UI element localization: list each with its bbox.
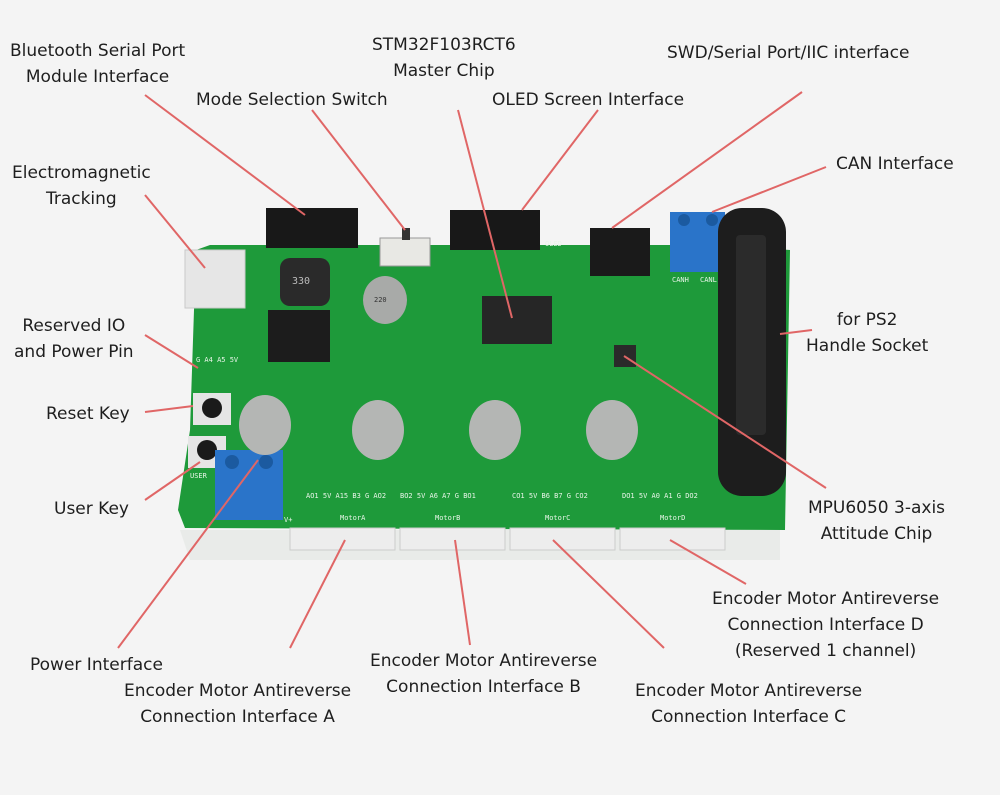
oled-header [450, 210, 540, 250]
capacitor [352, 400, 404, 460]
motor-a-label: MotorA [340, 514, 366, 522]
cap-label: 220 [374, 296, 387, 304]
can-h-label: CANH [672, 276, 689, 284]
label-line: and Power Pin [14, 342, 134, 362]
inductor [280, 258, 330, 306]
mpu6050-chip [614, 345, 636, 367]
label-line: Power Interface [30, 655, 163, 675]
label-master-chip: STM32F103RCT6 Master Chip [372, 32, 516, 84]
pins-a: AO1 5V A15 B3 G AO2 [306, 492, 387, 500]
label-swd: SWD/Serial Port/IIC interface [667, 40, 909, 66]
mode-switch [379, 237, 431, 267]
label-line: STM32F103RCT6 [372, 35, 516, 55]
label-line: Mode Selection Switch [196, 90, 388, 110]
motor-a-connector [289, 527, 396, 551]
inductor-label: 330 [292, 276, 311, 287]
bluetooth-header [266, 208, 358, 248]
motor-d-label: MotorD [660, 514, 686, 522]
motor-b-connector [399, 527, 506, 551]
label-em-tracking: Electromagnetic Tracking [12, 160, 151, 212]
label-line: Connection Interface C [651, 707, 847, 727]
em-tracking-connector [184, 249, 246, 309]
label-mpu6050: MPU6050 3-axis Attitude Chip [808, 495, 945, 547]
label-line: Connection Interface D [727, 615, 924, 635]
motor-c-label: MotorC [545, 514, 571, 522]
regulator [268, 310, 330, 362]
pins-b: BO2 5V A6 A7 G BO1 [400, 492, 476, 500]
label-line: Tracking [45, 189, 117, 209]
swd-header [590, 228, 650, 276]
label-line: for PS2 [836, 310, 898, 330]
label-line: Reserved IO [22, 316, 126, 336]
motor-d-connector [619, 527, 726, 551]
label-line: (Reserved 1 channel) [734, 641, 917, 661]
label-reset-key: Reset Key [46, 401, 130, 427]
label-line: Master Chip [393, 61, 495, 81]
reserved-pins-label: G A4 A5 5V [196, 356, 239, 364]
label-line: Electromagnetic [12, 163, 151, 183]
label-can: CAN Interface [836, 151, 954, 177]
switch-knob [402, 228, 410, 240]
label-line: Module Interface [25, 67, 170, 87]
power-silk-label: V+ [284, 516, 293, 524]
label-line: Attitude Chip [820, 524, 933, 544]
label-line: Encoder Motor Antireverse [712, 589, 940, 609]
label-line: CAN Interface [836, 154, 954, 174]
pins-c: CO1 5V B6 B7 G CO2 [512, 492, 588, 500]
label-power: Power Interface [30, 652, 163, 678]
capacitor [586, 400, 638, 460]
label-line: Encoder Motor Antireverse [370, 651, 598, 671]
label-line: Bluetooth Serial Port [10, 41, 186, 61]
label-line: Handle Socket [806, 336, 929, 356]
label-bluetooth: Bluetooth Serial Port Module Interface [10, 38, 185, 90]
label-line: Encoder Motor Antireverse [635, 681, 863, 701]
label-line: Reset Key [46, 404, 130, 424]
label-encoder-b: Encoder Motor Antireverse Connection Int… [370, 648, 597, 700]
label-user-key: User Key [54, 496, 129, 522]
capacitor [239, 395, 291, 455]
capacitor [469, 400, 521, 460]
motor-c-connector [509, 527, 616, 551]
label-oled: OLED Screen Interface [492, 87, 684, 113]
label-reserved-io: Reserved IO and Power Pin [14, 313, 134, 365]
label-encoder-c: Encoder Motor Antireverse Connection Int… [635, 678, 862, 730]
label-line: MPU6050 3-axis [808, 498, 946, 518]
pins-d: DO1 5V A0 A1 G DO2 [622, 492, 698, 500]
label-line: OLED Screen Interface [492, 90, 685, 110]
label-line: User Key [54, 499, 129, 519]
label-line: SWD/Serial Port/IIC interface [667, 43, 910, 63]
label-ps2: for PS2 Handle Socket [806, 307, 928, 359]
label-encoder-d: Encoder Motor Antireverse Connection Int… [712, 586, 939, 664]
user-silk-label: USER [190, 472, 207, 480]
label-line: Encoder Motor Antireverse [124, 681, 352, 701]
stm32-chip [482, 296, 552, 344]
label-encoder-a: Encoder Motor Antireverse Connection Int… [124, 678, 351, 730]
motor-b-label: MotorB [435, 514, 461, 522]
label-line: Connection Interface A [140, 707, 335, 727]
can-l-label: CANL [700, 276, 717, 284]
label-line: Connection Interface B [386, 677, 581, 697]
capacitor [363, 276, 407, 324]
label-mode-switch: Mode Selection Switch [196, 87, 388, 113]
oled-silk-label: OLED [545, 240, 562, 248]
